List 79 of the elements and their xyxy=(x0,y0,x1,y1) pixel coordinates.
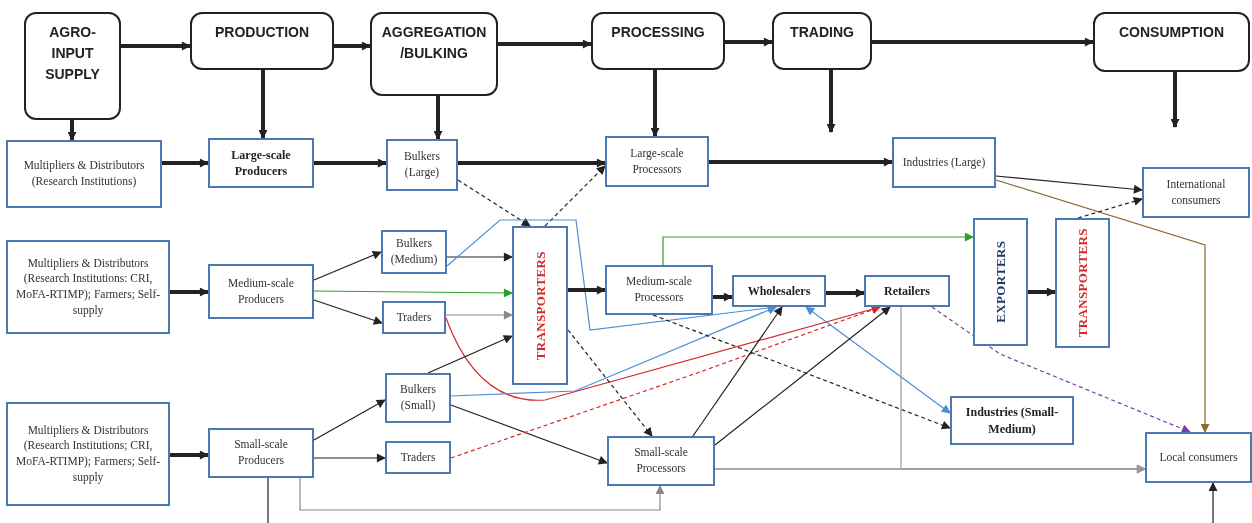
arrow xyxy=(709,157,893,167)
arrow xyxy=(458,158,606,168)
actor-box: Retailers xyxy=(864,275,950,307)
arrow xyxy=(1028,287,1056,297)
actor-box: Multipliers & Distributors (Research Institutions; CRI, MoFA-RTIMP); Farmers; Self-supply xyxy=(6,402,170,506)
arrow xyxy=(170,287,209,297)
stage-box: AGGREGATION /BULKING xyxy=(370,12,498,96)
arrow xyxy=(267,477,1218,523)
arrow xyxy=(314,158,387,168)
actor-box: Traders xyxy=(385,441,451,474)
arrow xyxy=(445,310,513,320)
arrow xyxy=(299,477,665,511)
arrow xyxy=(121,41,191,51)
arrow xyxy=(313,453,386,463)
actor-box: Small-scale Processors xyxy=(607,436,715,486)
stage-box: AGRO-INPUT SUPPLY xyxy=(24,12,121,120)
actor-box: Bulkers (Medium) xyxy=(381,230,447,274)
arrow xyxy=(313,288,513,298)
arrow xyxy=(170,450,209,460)
arrow xyxy=(67,120,77,141)
vertical-label: EXPORTERS xyxy=(991,241,1009,323)
actor-box: Large-scale Processors xyxy=(605,136,709,187)
arrow xyxy=(995,175,1143,194)
arrow xyxy=(692,306,783,437)
arrow xyxy=(826,70,836,133)
actor-box: Large-scale Producers xyxy=(208,138,314,188)
actor-box: Medium-scale Processors xyxy=(605,265,713,315)
arrow xyxy=(568,285,606,295)
vertical-box xyxy=(1055,218,1110,348)
arrow xyxy=(826,288,865,298)
dashed-arrow xyxy=(931,306,1191,434)
actor-box: Industries (Small-Medium) xyxy=(950,396,1074,445)
vertical-label: TRANSPORTERS xyxy=(531,251,549,360)
arrow xyxy=(650,70,660,137)
dashed-arrow xyxy=(567,329,653,437)
vertical-box xyxy=(512,226,568,385)
arrow xyxy=(1170,72,1180,128)
actor-box: Industries (Large) xyxy=(892,137,996,188)
actor-box: Multipliers & Distributors (Research Institutions: CRI, MoFA-RTIMP); Farmers; Self-supply xyxy=(6,240,170,334)
actor-box: Wholesalers xyxy=(732,275,826,307)
arrow xyxy=(446,252,513,262)
arrow xyxy=(162,158,209,168)
stage-box: PRODUCTION xyxy=(190,12,334,70)
vertical-label: TRANSPORTERS xyxy=(1073,228,1091,338)
arrow xyxy=(872,37,1094,47)
actor-box: Local consumers xyxy=(1145,432,1252,483)
actor-box: Bulkers (Large) xyxy=(386,139,458,191)
arrow xyxy=(498,39,592,49)
dashed-arrow xyxy=(544,165,606,227)
actor-box: Bulkers (Small) xyxy=(385,373,451,423)
arrow xyxy=(433,96,443,140)
arrow xyxy=(450,404,608,465)
actor-box: Traders xyxy=(382,301,446,334)
arrow xyxy=(313,399,386,441)
actor-box: Multipliers & Distributors (Research Institutions) xyxy=(6,140,162,208)
dashed-arrow xyxy=(652,314,951,430)
arrow xyxy=(313,299,383,325)
actor-box: Medium-scale Producers xyxy=(208,264,314,319)
arrow xyxy=(450,305,777,397)
arrow xyxy=(805,306,951,414)
actor-box: International consumers xyxy=(1142,167,1250,218)
stage-box: TRADING xyxy=(772,12,872,70)
arrow xyxy=(313,250,382,281)
stage-box: PROCESSING xyxy=(591,12,725,70)
arrow xyxy=(995,179,1210,433)
dashed-arrow xyxy=(1077,197,1143,219)
dashed-arrow xyxy=(457,179,531,227)
arrow xyxy=(900,306,1146,474)
arrow xyxy=(334,41,371,51)
dashed-arrow xyxy=(450,305,881,459)
actor-box: Small-scale Producers xyxy=(208,428,314,478)
stage-box: CONSUMPTION xyxy=(1093,12,1250,72)
arrow xyxy=(662,232,974,266)
arrow xyxy=(427,335,513,374)
vertical-box xyxy=(973,218,1028,346)
arrow xyxy=(725,37,773,47)
arrow xyxy=(258,70,268,139)
arrow xyxy=(713,292,733,302)
arrow xyxy=(714,306,891,446)
